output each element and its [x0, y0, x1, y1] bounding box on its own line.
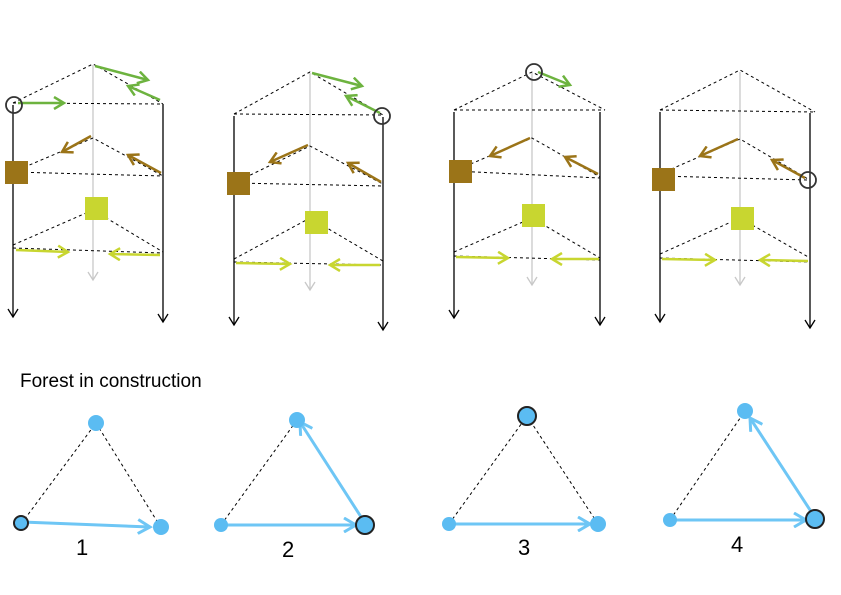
graph-node — [153, 519, 169, 535]
current-graph-node — [517, 406, 537, 426]
graph-node — [663, 513, 677, 527]
dashed-edge — [220, 419, 298, 526]
brown-square — [5, 161, 28, 184]
current-graph-node — [13, 515, 29, 531]
current-node-marker — [5, 96, 23, 114]
mid-base — [233, 182, 384, 187]
lime-arrow — [455, 257, 508, 258]
step-number: 1 — [76, 535, 88, 560]
lime-square — [85, 197, 108, 220]
top-base — [659, 109, 816, 113]
forest-step-3: 3 — [442, 406, 606, 560]
prism-panel-2 — [227, 71, 391, 332]
lime-arrow — [15, 250, 68, 252]
lime-arrow — [235, 263, 290, 264]
step-number: 2 — [282, 537, 294, 562]
step-number: 4 — [731, 532, 743, 557]
blue-tree-arrow — [21, 522, 150, 527]
blue-tree-arrow — [300, 422, 365, 521]
step-number: 3 — [518, 535, 530, 560]
dashed-edge — [669, 410, 746, 521]
blue-tree-arrow — [750, 418, 814, 514]
prism-panel-3 — [448, 63, 606, 327]
mid-base — [453, 170, 601, 179]
prism-panel-4 — [652, 69, 817, 330]
graph-node — [88, 415, 104, 431]
green-arrow — [94, 64, 148, 80]
forest-step-1: 1 — [13, 415, 169, 560]
forest-step-2: 2 — [214, 412, 375, 562]
dashed-edge — [20, 422, 97, 525]
current-graph-node — [355, 515, 375, 535]
brown-arrow — [270, 143, 309, 162]
mid-roof — [12, 137, 164, 177]
top-base — [233, 113, 384, 116]
lime-square — [731, 207, 754, 230]
current-node-marker — [799, 171, 817, 189]
low-base — [12, 247, 164, 254]
mid-roof — [453, 137, 601, 178]
lime-square — [522, 204, 545, 227]
mid-base — [659, 175, 809, 181]
top-roof — [453, 71, 606, 111]
brown-arrow — [62, 134, 92, 152]
current-node-marker — [525, 63, 543, 81]
lime-arrow — [661, 259, 715, 260]
top-roof — [12, 63, 164, 105]
graph-node — [214, 518, 228, 532]
green-arrow — [346, 96, 381, 115]
brown-arrow — [700, 137, 739, 156]
graph-node — [289, 412, 305, 428]
brown-arrow — [128, 155, 162, 175]
brown-square — [652, 168, 675, 191]
current-node-marker — [373, 107, 391, 125]
brown-arrow — [565, 157, 599, 176]
brown-arrow — [348, 163, 382, 184]
green-arrow — [537, 70, 570, 85]
dashed-edge — [526, 415, 599, 525]
green-arrow — [128, 86, 161, 102]
lime-arrow — [110, 254, 161, 255]
top-roof — [659, 69, 816, 113]
brown-arrow — [490, 136, 531, 156]
top-roof — [233, 71, 384, 116]
current-graph-node — [805, 509, 825, 529]
lime-arrow — [760, 260, 809, 261]
dashed-edge — [448, 415, 528, 525]
graph-node — [442, 517, 456, 531]
mid-base — [12, 171, 164, 177]
forest-step-4: 4 — [663, 403, 825, 557]
graph-node — [737, 403, 753, 419]
dashed-edge — [95, 422, 161, 527]
forest-caption: Forest in construction — [20, 371, 202, 392]
lime-square — [305, 211, 328, 234]
brown-arrow — [772, 160, 806, 180]
mid-roof — [659, 138, 809, 180]
green-arrow — [311, 71, 362, 86]
brown-square — [227, 172, 250, 195]
mid-roof — [233, 145, 384, 185]
brown-square — [449, 160, 472, 183]
prism-panel-1 — [5, 63, 169, 324]
graph-node — [590, 516, 606, 532]
